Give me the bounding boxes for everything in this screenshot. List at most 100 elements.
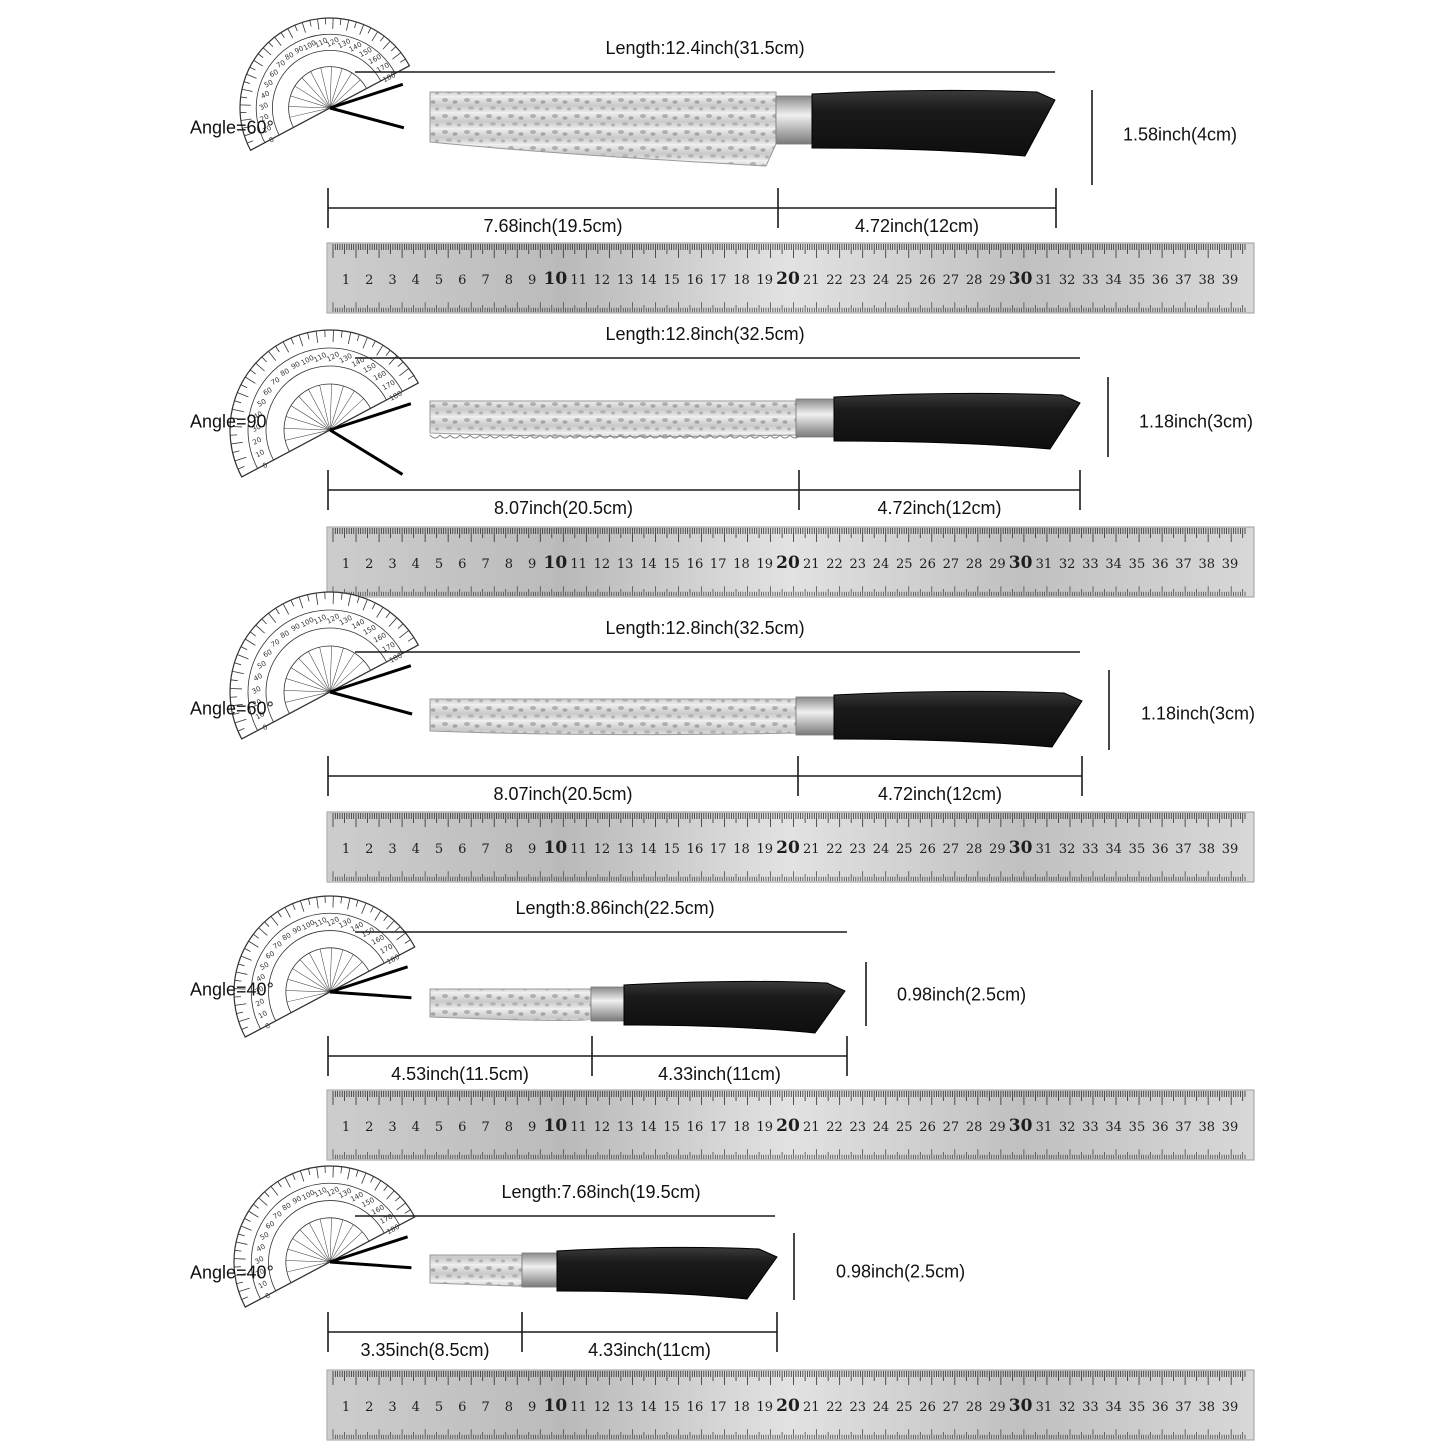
ruler-number: 14 — [640, 1120, 657, 1135]
ruler-number: 33 — [1082, 842, 1099, 857]
ruler-number: 35 — [1129, 1120, 1146, 1135]
protractor-degree: 10 — [261, 124, 273, 135]
protractor-tick — [230, 688, 243, 690]
protractor-tick — [268, 350, 277, 361]
protractor-tick — [234, 1266, 241, 1268]
angle-label: Angle=40° — [190, 979, 274, 1000]
protractor-tick — [244, 638, 256, 646]
ruler-number: 16 — [687, 1120, 704, 1135]
protractor-tick — [396, 1202, 406, 1211]
protractor-tick — [292, 903, 296, 910]
protractor-tick — [270, 1186, 279, 1196]
blade-serration — [479, 434, 491, 439]
protractor-tick — [230, 417, 238, 420]
protractor-tick — [244, 948, 251, 952]
ruler-number: 10 — [544, 269, 568, 289]
blade-serration — [629, 434, 641, 439]
ruler-number: 37 — [1175, 557, 1192, 572]
dimensions-2 — [327, 357, 1109, 510]
protractor-body: 0102030405060708090100110120130140150160… — [239, 17, 411, 152]
protractor-tick — [238, 963, 245, 967]
ruler-number: 8 — [505, 1120, 513, 1135]
knife-handle — [833, 392, 1081, 450]
protractor-tick — [237, 392, 249, 398]
protractor-spoke — [288, 106, 331, 109]
ruler-number: 27 — [943, 842, 960, 857]
blade-height-label: 1.18inch(3cm) — [1139, 411, 1254, 432]
ruler-number: 1 — [342, 1400, 350, 1415]
protractor-spoke — [290, 405, 331, 431]
protractor-degree: 80 — [281, 1201, 293, 1212]
protractor-spoke — [329, 390, 355, 431]
blade-serration — [449, 434, 461, 439]
ruler-number: 23 — [850, 1120, 867, 1135]
ruler-body — [326, 811, 1255, 883]
protractor-tick — [240, 955, 252, 961]
protractor-degree: 60 — [268, 68, 280, 79]
ruler-number: 31 — [1036, 1400, 1053, 1415]
blade-serration — [649, 434, 661, 439]
protractor-tick — [355, 900, 359, 907]
blade-serration — [599, 434, 611, 439]
ruler-number: 6 — [458, 273, 466, 288]
ruler-number: 12 — [594, 1120, 611, 1135]
protractor-4: 0102030405060708090100110120130140150160… — [233, 895, 416, 1038]
handle-length-label: 4.33inch(11cm) — [588, 1340, 711, 1360]
blade-serration — [509, 434, 521, 439]
ruler-number: 4 — [412, 1120, 420, 1135]
protractor-tick — [282, 341, 290, 353]
protractor-spoke — [329, 1219, 344, 1263]
protractor-tick — [248, 1210, 259, 1218]
protractor-degree: 10 — [257, 1279, 269, 1290]
handle-length-label: 4.72inch(12cm) — [877, 498, 1002, 518]
ruler-number: 33 — [1082, 1120, 1099, 1135]
ruler-number: 38 — [1198, 842, 1215, 857]
ruler-body — [326, 1369, 1255, 1441]
blade-length-label: 8.07inch(20.5cm) — [493, 784, 633, 804]
protractor-tick — [230, 696, 238, 698]
protractor-spoke — [329, 652, 355, 693]
protractor-tick — [332, 18, 334, 29]
dimensions-5 — [327, 1215, 795, 1352]
ruler-number: 30 — [1009, 269, 1033, 289]
blade-serration — [569, 434, 581, 439]
ruler-number: 35 — [1129, 557, 1146, 572]
knife-bolster — [795, 696, 835, 736]
ruler-number: 24 — [873, 1400, 890, 1415]
protractor-spoke — [329, 1224, 354, 1263]
protractor-tick — [399, 630, 410, 639]
protractor-degree: 90 — [291, 925, 303, 936]
protractor-tick — [237, 727, 245, 732]
angle-label: Angle=60° — [190, 117, 274, 138]
protractor-degree: 70 — [272, 1210, 284, 1221]
handle-length-label: 4.33inch(11cm) — [658, 1064, 781, 1084]
ruler-number: 5 — [435, 842, 443, 857]
blade-serration — [739, 434, 751, 439]
ruler-number: 19 — [756, 1120, 773, 1135]
protractor-tick — [246, 140, 254, 144]
knife-blade — [429, 698, 797, 736]
protractor-spoke — [286, 991, 331, 1003]
knife-blade — [429, 91, 777, 167]
ruler-number: 22 — [826, 842, 843, 857]
blade-serration — [439, 434, 451, 439]
length-label: Length:7.68inch(19.5cm) — [501, 1182, 701, 1202]
ruler-number: 2 — [365, 273, 373, 288]
protractor-ring — [283, 383, 371, 452]
ruler-number: 19 — [756, 1400, 773, 1415]
protractor-tick — [390, 46, 397, 52]
ruler-number: 29 — [989, 842, 1006, 857]
protractor-tick — [230, 434, 238, 436]
protractor-degree: 50 — [259, 961, 271, 972]
ruler-number: 31 — [1036, 842, 1053, 857]
protractor-spoke — [329, 66, 332, 109]
ruler-number: 17 — [710, 1120, 727, 1135]
protractor-tick — [355, 1170, 359, 1177]
protractor-tick — [309, 20, 312, 27]
ruler-number: 38 — [1198, 557, 1215, 572]
protractor-spoke — [310, 71, 331, 109]
protractor-tick — [382, 40, 391, 50]
ruler-number: 32 — [1059, 273, 1076, 288]
ruler-number: 17 — [710, 273, 727, 288]
ruler-number: 31 — [1036, 557, 1053, 572]
